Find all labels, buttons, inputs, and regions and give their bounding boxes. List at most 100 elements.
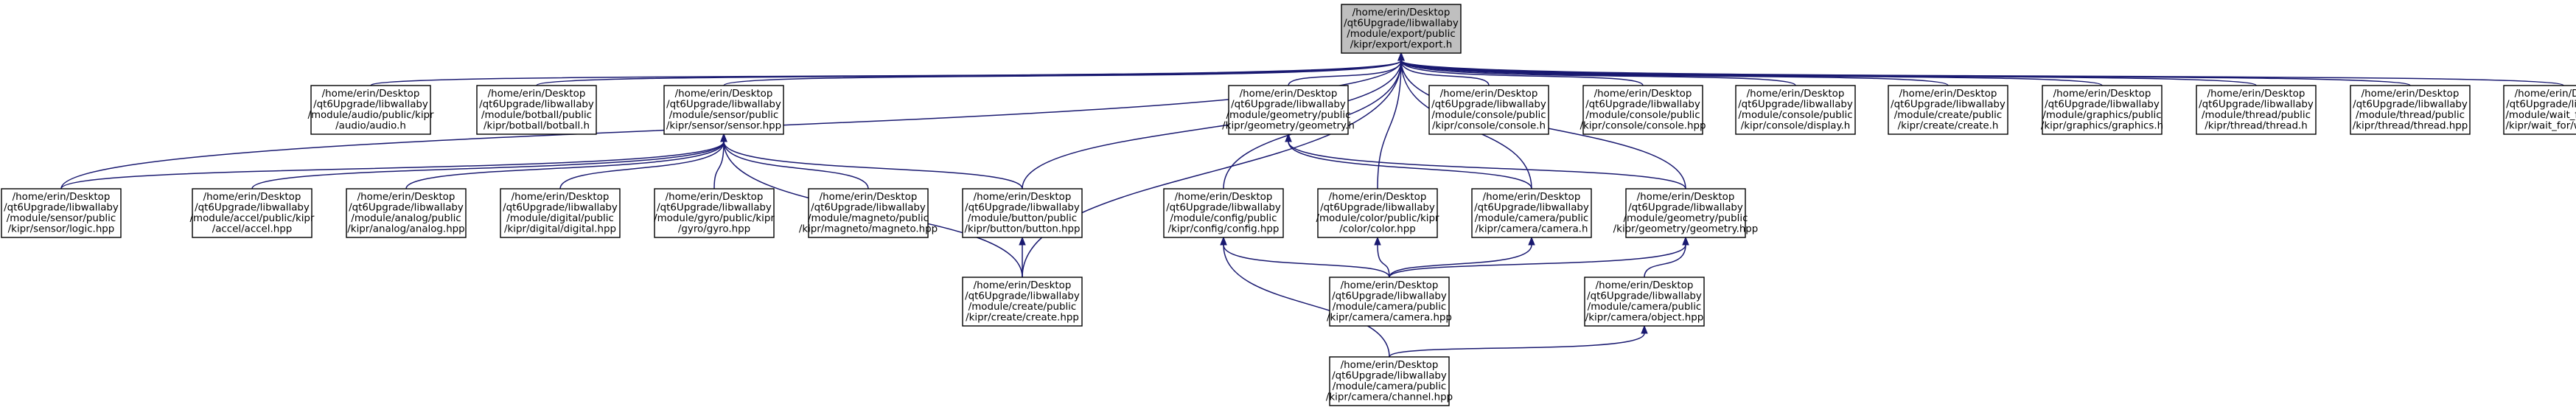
node-label-line: /module/thread/public xyxy=(2356,110,2465,121)
node-label-line: /home/erin/Desktop xyxy=(2515,88,2576,100)
node-box xyxy=(500,188,621,238)
edge-accel-to-sensor xyxy=(251,141,725,190)
node-color[interactable]: /home/erin/Desktop/qt6Upgrade/libwallaby… xyxy=(1316,188,1439,238)
edge-camera-h-to-geometry-h xyxy=(1288,141,1532,190)
node-label-line: /home/erin/Desktop xyxy=(1596,280,1694,291)
node-box xyxy=(663,85,784,135)
node-label-line: /kipr/analog/analog.hpp xyxy=(347,224,464,235)
node-analog[interactable]: /home/erin/Desktop/qt6Upgrade/libwallaby… xyxy=(346,188,467,238)
edge-graphics-to-export xyxy=(1400,60,2103,86)
node-sensor[interactable]: /home/erin/Desktop/qt6Upgrade/libwallaby… xyxy=(663,85,784,135)
edge-wait-for-to-export xyxy=(1400,60,2564,86)
node-label-line: /home/erin/Desktop xyxy=(1440,88,1538,100)
node-label-line: /module/wait_for/public xyxy=(2505,110,2576,121)
node-label-line: /module/create/public xyxy=(968,302,1077,313)
node-label-line: /kipr/digital/digital.hpp xyxy=(504,224,616,235)
edge-arrowhead xyxy=(1397,52,1405,61)
edge-camera-hpp-to-color xyxy=(1377,244,1390,278)
node-magneto[interactable]: /home/erin/Desktop/qt6Upgrade/libwallaby… xyxy=(799,188,938,238)
node-label-line: /module/console/public xyxy=(1585,110,1700,121)
node-box xyxy=(1888,85,2008,135)
edge-display-to-export xyxy=(1400,60,1796,86)
node-console-h[interactable]: /home/erin/Desktop/qt6Upgrade/libwallaby… xyxy=(1428,85,1549,135)
node-label-line: /kipr/magneto/magneto.hpp xyxy=(799,224,938,235)
node-thread-h[interactable]: /home/erin/Desktop/qt6Upgrade/libwallaby… xyxy=(2196,85,2317,135)
node-label-line: /home/erin/Desktop xyxy=(2053,88,2151,100)
node-label-line: /kipr/config/config.hpp xyxy=(1168,224,1280,235)
node-label-line: /qt6Upgrade/libwallaby xyxy=(1431,100,1546,111)
node-label-line: /module/console/public xyxy=(1738,110,1852,121)
node-button[interactable]: /home/erin/Desktop/qt6Upgrade/libwallaby… xyxy=(962,188,1083,238)
node-audio[interactable]: /home/erin/Desktop/qt6Upgrade/libwallaby… xyxy=(307,85,434,135)
node-label-line: /module/gyro/public/kipr xyxy=(654,213,775,224)
node-gyro[interactable]: /home/erin/Desktop/qt6Upgrade/libwallaby… xyxy=(654,188,775,238)
node-label-line: /home/erin/Desktop xyxy=(2362,88,2460,100)
node-logic[interactable]: /home/erin/Desktop/qt6Upgrade/libwallaby… xyxy=(1,188,122,238)
node-graphics[interactable]: /home/erin/Desktop/qt6Upgrade/libwallaby… xyxy=(2041,85,2163,135)
node-label-line: /qt6Upgrade/libwallaby xyxy=(313,100,428,111)
edge-magneto-to-sensor xyxy=(723,141,869,190)
node-label-line: /module/digital/public xyxy=(506,213,614,224)
node-box xyxy=(2350,85,2471,135)
node-label-line: /home/erin/Desktop xyxy=(1637,192,1735,203)
node-label-line: /qt6Upgrade/libwallaby xyxy=(2199,100,2314,111)
node-label-line: /audio/audio.h xyxy=(335,121,406,132)
node-label-line: /kipr/console/console.h xyxy=(1432,121,1546,132)
node-accel[interactable]: /home/erin/Desktop/qt6Upgrade/libwallaby… xyxy=(190,188,315,238)
node-label-line: /home/erin/Desktop xyxy=(357,192,455,203)
node-digital[interactable]: /home/erin/Desktop/qt6Upgrade/libwallaby… xyxy=(500,188,621,238)
node-label-line: /qt6Upgrade/libwallaby xyxy=(666,100,781,111)
node-wait-for[interactable]: /home/erin/Desktop/qt6Upgrade/libwallaby… xyxy=(2503,85,2576,135)
node-label-line: /module/graphics/public xyxy=(2042,110,2161,121)
node-box xyxy=(346,188,467,238)
edge-botball-to-export xyxy=(536,60,1402,86)
edge-geometry-hpp-to-geometry-h xyxy=(1288,141,1686,190)
node-label-line: /home/erin/Desktop xyxy=(974,280,1072,291)
node-box xyxy=(1228,85,1349,135)
node-label-line: /qt6Upgrade/libwallaby xyxy=(4,203,119,214)
node-box xyxy=(2196,85,2317,135)
node-create-h[interactable]: /home/erin/Desktop/qt6Upgrade/libwallaby… xyxy=(1888,85,2008,135)
node-box xyxy=(1163,188,1284,238)
node-object[interactable]: /home/erin/Desktop/qt6Upgrade/libwallaby… xyxy=(1584,277,1705,327)
node-label-line: /qt6Upgrade/libwallaby xyxy=(1332,371,1447,382)
node-channel[interactable]: /home/erin/Desktop/qt6Upgrade/libwallaby… xyxy=(1326,356,1453,406)
node-botball[interactable]: /home/erin/Desktop/qt6Upgrade/libwallaby… xyxy=(476,85,597,135)
node-box xyxy=(654,188,775,238)
node-label-line: /kipr/camera/camera.hpp xyxy=(1327,313,1452,324)
node-label-line: /module/camera/public xyxy=(1475,213,1589,224)
node-label-line: /module/create/public xyxy=(1894,110,2003,121)
edge-logic-to-sensor xyxy=(60,141,725,190)
node-config[interactable]: /home/erin/Desktop/qt6Upgrade/libwallaby… xyxy=(1163,188,1284,238)
node-label-line: /accel/accel.hpp xyxy=(212,224,293,235)
node-label-line: /home/erin/Desktop xyxy=(13,192,111,203)
edge-camera-hpp-to-config xyxy=(1223,244,1390,278)
node-box xyxy=(2042,85,2163,135)
node-label-line: /home/erin/Desktop xyxy=(1594,88,1692,100)
node-label-line: /kipr/geometry/geometry.h xyxy=(1222,121,1355,132)
node-label-line: /module/button/public xyxy=(968,213,1077,224)
node-thread-hpp[interactable]: /home/erin/Desktop/qt6Upgrade/libwallaby… xyxy=(2350,85,2471,135)
node-box xyxy=(962,188,1083,238)
node-label-line: /module/botball/public xyxy=(481,110,592,121)
node-label-line: /kipr/camera/camera.h xyxy=(1476,224,1588,235)
node-label-line: /qt6Upgrade/libwallaby xyxy=(1585,100,1700,111)
node-camera-h[interactable]: /home/erin/Desktop/qt6Upgrade/libwallaby… xyxy=(1471,188,1592,238)
node-camera-hpp[interactable]: /home/erin/Desktop/qt6Upgrade/libwallaby… xyxy=(1327,277,1452,327)
node-box xyxy=(192,188,313,238)
node-label-line: /qt6Upgrade/libwallaby xyxy=(1320,203,1435,214)
node-label-line: /home/erin/Desktop xyxy=(974,192,1072,203)
node-display[interactable]: /home/erin/Desktop/qt6Upgrade/libwallaby… xyxy=(1735,85,1856,135)
node-label-line: /module/export/public xyxy=(1347,29,1455,40)
node-label-line: /kipr/console/console.hpp xyxy=(1580,121,1706,132)
node-geometry-h[interactable]: /home/erin/Desktop/qt6Upgrade/libwallaby… xyxy=(1222,85,1355,135)
node-export[interactable]: /home/erin/Desktop/qt6Upgrade/libwallaby… xyxy=(1341,4,1462,54)
node-console-hpp[interactable]: /home/erin/Desktop/qt6Upgrade/libwallaby… xyxy=(1580,85,1706,135)
node-label-line: /gyro/gyro.hpp xyxy=(678,224,750,235)
node-label-line: /kipr/botball/botball.h xyxy=(484,121,590,132)
edge-arrowhead xyxy=(1682,236,1689,246)
node-geometry-hpp[interactable]: /home/erin/Desktop/qt6Upgrade/libwallaby… xyxy=(1613,188,1759,238)
node-label-line: /qt6Upgrade/libwallaby xyxy=(349,203,464,214)
node-label-line: /home/erin/Desktop xyxy=(1747,88,1845,100)
node-create-hpp[interactable]: /home/erin/Desktop/qt6Upgrade/libwallaby… xyxy=(962,277,1083,327)
